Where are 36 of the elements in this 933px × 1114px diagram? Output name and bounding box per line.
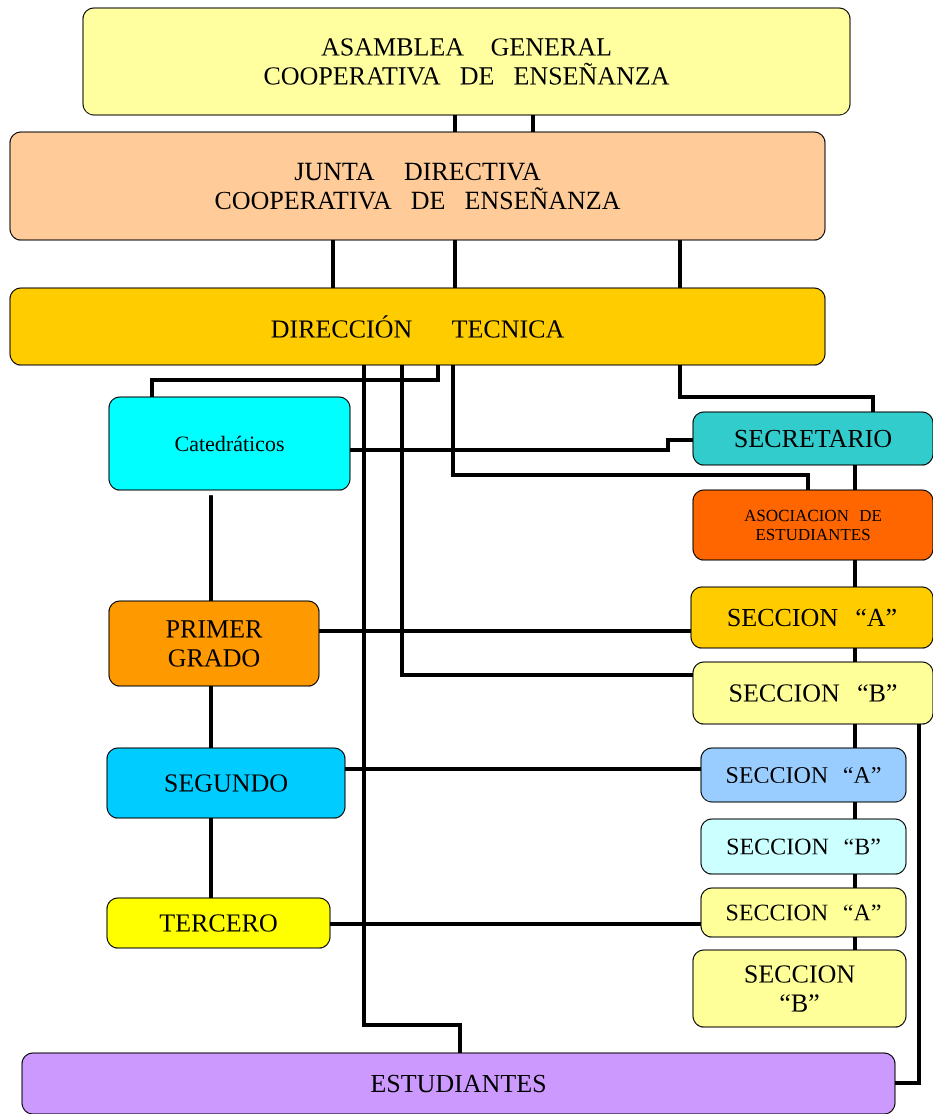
connector-line [348, 438, 695, 452]
org-box: ASAMBLEA GENERAL COOPERATIVA DE ENSEÑANZA [82, 7, 851, 116]
connector-line [451, 363, 810, 492]
org-box: Catedráticos [108, 396, 351, 491]
connector-line [853, 722, 857, 750]
connector-line [331, 238, 335, 290]
org-box: SECCION “B” [692, 661, 933, 725]
org-box: ESTUDIANTES [21, 1052, 896, 1114]
org-box: SECCION “A” [690, 586, 933, 649]
connector-line [453, 113, 457, 134]
connector-line [150, 363, 440, 399]
connector-line [317, 629, 693, 633]
org-box: SECCION “B” [700, 818, 907, 875]
org-box: SECCION “B” [692, 949, 907, 1028]
org-box: JUNTA DIRECTIVA COOPERATIVA DE ENSEÑANZA [9, 131, 826, 241]
connector-line [853, 558, 857, 589]
org-box: SEGUNDO [106, 747, 346, 819]
org-box: DIRECCIÓN TECNICA [9, 287, 826, 366]
connector-line [531, 113, 535, 134]
connector-line [343, 767, 703, 771]
org-box: SECCION “A” [700, 747, 907, 803]
connector-line [328, 922, 703, 926]
org-box: PRIMER GRADO [108, 600, 320, 687]
connector-line [678, 363, 875, 414]
org-box: TERCERO [106, 897, 331, 949]
connector-line [362, 363, 462, 1055]
connector-line [400, 363, 695, 677]
connector-line [453, 238, 457, 290]
connector-line [853, 463, 857, 492]
org-box: SECCION “A” [700, 887, 907, 938]
org-box: SECRETARIO [692, 411, 933, 466]
connector-line [853, 800, 857, 821]
connector-line [209, 816, 213, 900]
connector-line [678, 238, 682, 290]
connector-line [893, 722, 921, 1085]
org-box: ASOCIACION DE ESTUDIANTES [692, 489, 933, 561]
